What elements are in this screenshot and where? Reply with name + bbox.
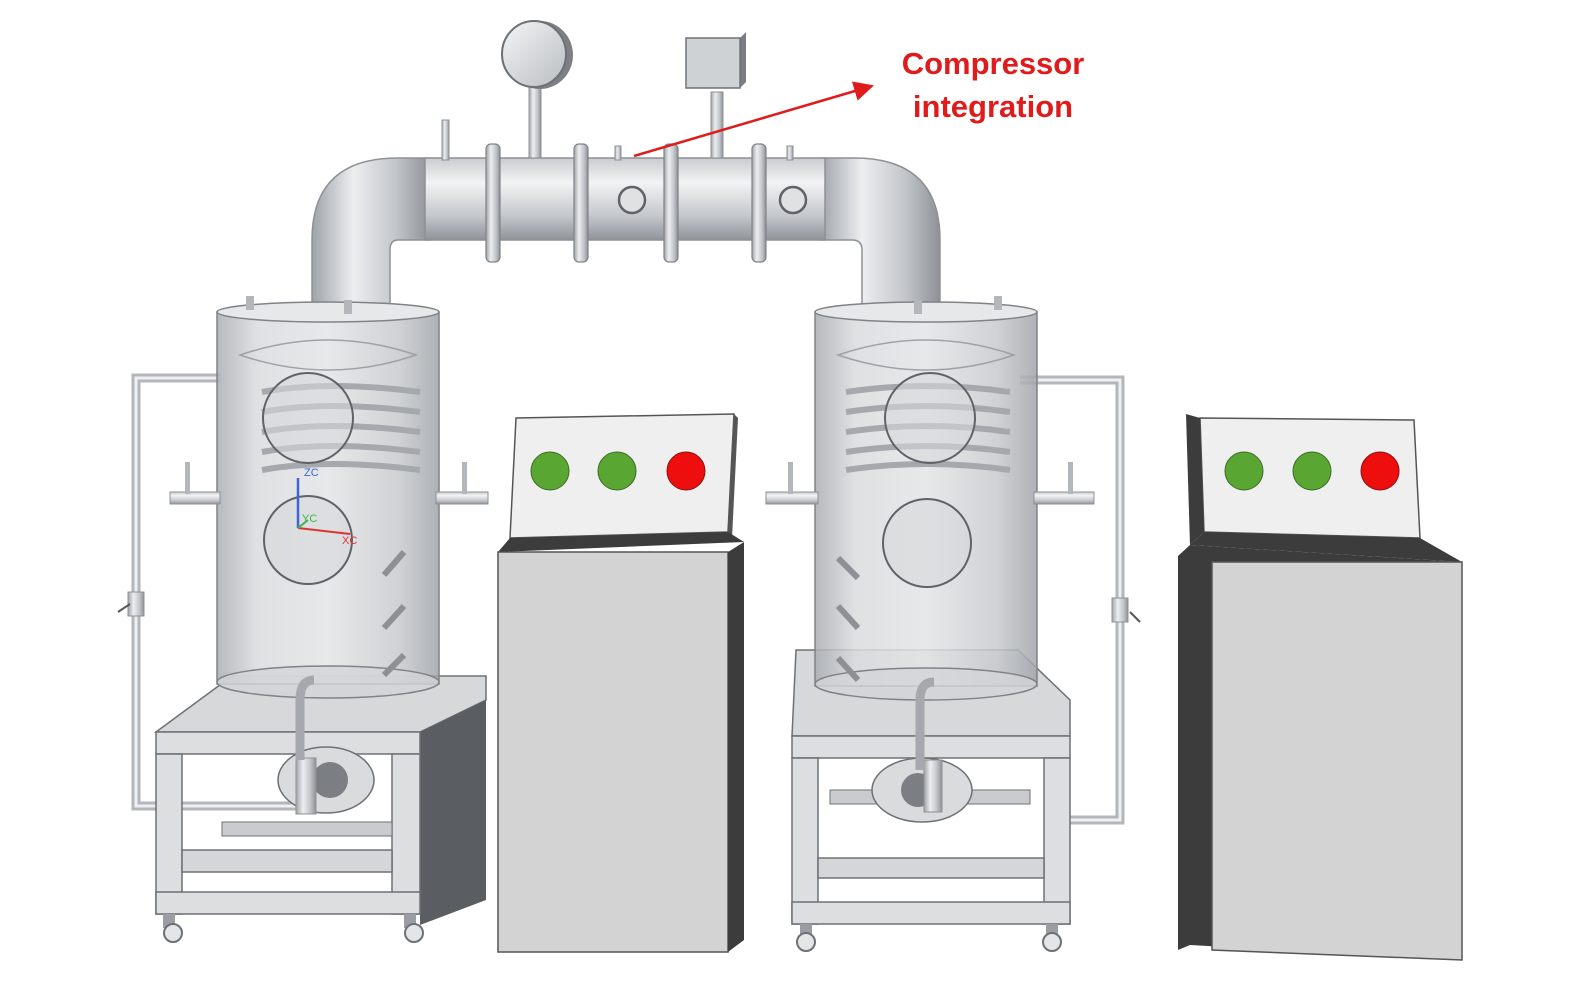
right-upper-viewport [884, 372, 976, 464]
left-tank [169, 296, 489, 760]
right-cabinet-body [1211, 561, 1463, 961]
left-pipe-elbow [311, 157, 431, 311]
left-indicator-2 [597, 451, 637, 491]
annotation-arrow [633, 81, 874, 158]
right-indicator-2 [1292, 451, 1332, 491]
right-pump [871, 757, 973, 823]
axis-label-x: XC [342, 535, 357, 547]
left-upper-viewport [262, 372, 354, 464]
pressure-gauge [501, 20, 573, 159]
left-cabinet-body [497, 551, 729, 953]
top-pipe-assembly [311, 20, 941, 311]
right-tank [765, 296, 1095, 770]
coordinate-axes: ZC YC XC [296, 467, 357, 547]
pipe-flanges [485, 143, 767, 263]
left-control-cabinet [497, 413, 744, 953]
right-control-cabinet [1178, 414, 1463, 961]
left-lower-viewport [263, 495, 353, 585]
axis-label-z: ZC [304, 467, 319, 479]
axis-label-y: YC [302, 513, 317, 525]
left-indicator-1 [530, 451, 570, 491]
sensor-box [685, 32, 746, 159]
annotation-line-1: Compressor [902, 46, 1085, 81]
sight-port-right [778, 185, 808, 215]
left-pump [277, 746, 375, 815]
right-lower-viewport [882, 498, 972, 588]
compressor-annotation: Compressor integration [633, 46, 1085, 158]
right-indicator-1 [1224, 451, 1264, 491]
left-unit: ZC YC XC [117, 296, 489, 943]
left-indicator-3 [666, 451, 706, 491]
right-pipe-elbow [819, 157, 941, 311]
sight-port-left [617, 185, 647, 215]
annotation-line-2: integration [913, 89, 1073, 124]
right-indicator-3 [1360, 451, 1400, 491]
right-unit [765, 296, 1141, 952]
